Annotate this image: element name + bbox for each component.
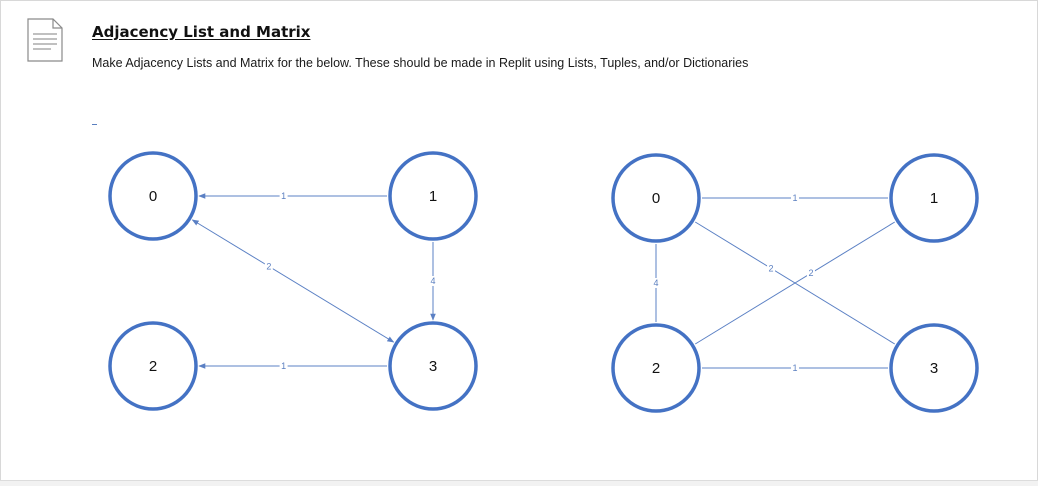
page-bottom-border — [0, 480, 1038, 486]
edge-weight-left-0-3: 2 — [266, 261, 271, 271]
document-icon — [27, 18, 63, 62]
node-label-right-2: 2 — [652, 360, 660, 377]
edge-weight-right-1-2: 2 — [808, 268, 813, 278]
left-graph-directed: 1 2 4 1 0 1 2 3 — [108, 151, 478, 411]
edge-weight-bg-right-0-1 — [791, 193, 799, 203]
document-title: Adjacency List and Matrix — [92, 23, 311, 41]
node-right-1 — [889, 153, 979, 243]
edge-weight-bg-right-0-3 — [767, 263, 776, 274]
edge-weight-right-0-1: 1 — [792, 193, 797, 203]
node-right-0 — [611, 153, 701, 243]
instructions-text: Make Adjacency Lists and Matrix for the … — [92, 56, 749, 70]
node-right-2 — [611, 323, 701, 413]
edge-weight-left-1-3: 4 — [430, 276, 435, 286]
edge-weight-right-0-2: 4 — [653, 278, 658, 288]
node-left-0 — [108, 151, 198, 241]
node-left-1 — [388, 151, 478, 241]
node-label-left-2: 2 — [149, 358, 157, 375]
edge-weight-bg-left-3-2 — [279, 361, 288, 371]
edge-weight-right-0-3: 2 — [769, 263, 774, 273]
edge-weight-bg-left-1-0 — [279, 191, 288, 201]
cursor-mark — [92, 124, 97, 125]
node-label-left-1: 1 — [429, 188, 437, 205]
node-left-3 — [388, 321, 478, 411]
node-right-3 — [889, 323, 979, 413]
edge-weight-right-2-3: 1 — [792, 363, 797, 373]
node-label-left-0: 0 — [149, 188, 157, 205]
edge-weight-bg-right-2-3 — [791, 363, 799, 373]
node-label-left-3: 3 — [429, 358, 437, 375]
edge-weight-left-3-2: 1 — [281, 361, 286, 371]
edge-weight-bg-left-1-3 — [429, 276, 437, 286]
node-label-right-3: 3 — [930, 360, 938, 377]
edge-right-1-2 — [694, 221, 896, 345]
node-label-right-0: 0 — [652, 190, 660, 207]
edge-weight-bg-left-0-3 — [264, 261, 273, 272]
edge-weight-bg-right-1-2 — [806, 268, 815, 279]
edge-left-0-3 — [191, 219, 395, 343]
right-graph-undirected: 1 4 2 2 1 0 1 2 3 — [611, 153, 979, 413]
node-label-right-1: 1 — [930, 190, 938, 207]
edge-weight-left-1-0: 1 — [281, 191, 286, 201]
edge-weight-bg-right-0-2 — [652, 278, 660, 288]
node-left-2 — [108, 321, 198, 411]
